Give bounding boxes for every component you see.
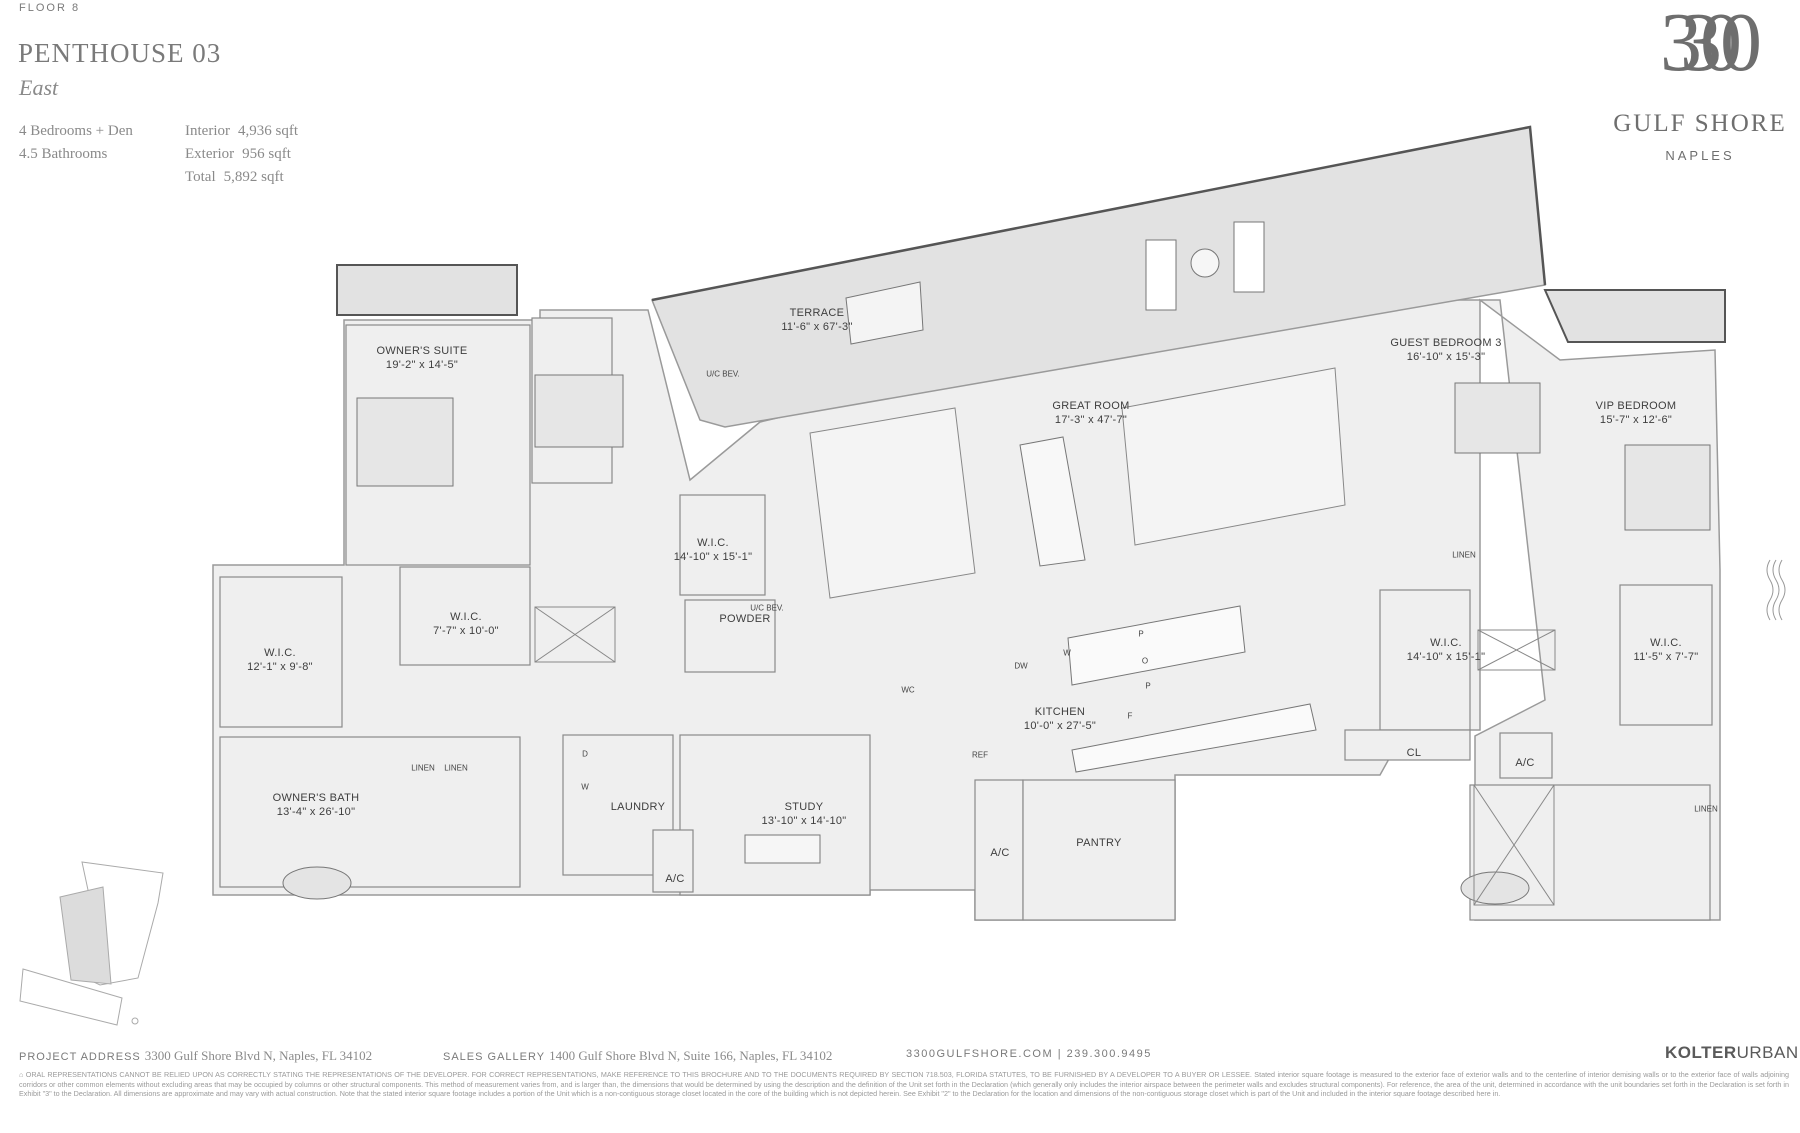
fixture-linen: LINEN (411, 763, 435, 773)
fixture-pantry-p1: P (1138, 629, 1144, 639)
unit-rooms: 4 Bedrooms + Den 4.5 Bathrooms (19, 120, 133, 166)
vip-balcony (1543, 289, 1726, 343)
ac-kitchen (974, 779, 1024, 921)
fixture-uc-bev-powder: U/C BEV. (750, 603, 784, 613)
floor-label: FLOOR 8 (19, 2, 81, 14)
room-pantry: PANTRY (1076, 837, 1122, 849)
unit-title: PENTHOUSE 03 (18, 38, 222, 68)
room-ac-right: A/C (1515, 757, 1535, 769)
bathrooms-count: 4.5 Bathrooms (19, 146, 108, 162)
water-icon (1766, 559, 1786, 621)
fixture-linen: LINEN (1694, 804, 1718, 814)
wic-center-left (399, 566, 531, 666)
fixture-oven: O (1141, 656, 1149, 666)
website-phone[interactable]: 3300GULFSHORE.COM | 239.300.9495 (906, 1048, 1152, 1060)
room-closet: CL (1406, 747, 1422, 759)
closet-cl (1344, 729, 1471, 761)
brand-logo: 3300 GULF SHORE NAPLES (1600, 0, 1800, 170)
room-ac-laundry: A/C (665, 873, 685, 885)
study (679, 734, 871, 896)
fixture-linen: LINEN (1452, 550, 1476, 560)
vip-wic (1619, 584, 1713, 726)
logo-name: GULF SHORE (1613, 110, 1787, 137)
fixture-washer: W (581, 782, 589, 792)
fixture-pantry-p2: P (1145, 681, 1151, 691)
powder (684, 599, 776, 673)
room-ac-kitchen: A/C (990, 847, 1010, 859)
room-laundry: LAUNDRY (610, 801, 666, 813)
fixture-dishwasher: DW (1014, 661, 1028, 671)
wic-left (219, 576, 343, 728)
fixture-wine: W (1063, 648, 1071, 658)
developer-logo: KOLTERURBAN (1665, 1043, 1799, 1062)
logo-city: NAPLES (1665, 148, 1735, 163)
fixture-linen: LINEN (444, 763, 468, 773)
wic-mid (679, 494, 766, 596)
owner-balcony (336, 264, 518, 316)
pantry (1022, 779, 1176, 921)
ac-left (652, 829, 694, 893)
fixture-dryer: D (582, 749, 588, 759)
owners-bath (219, 736, 521, 888)
key-plan (19, 861, 164, 1026)
room-powder: POWDER (719, 613, 771, 625)
fixture-refrigerator: REF (972, 750, 988, 760)
ac-right (1499, 732, 1553, 779)
fixture-freezer: F (1127, 711, 1133, 721)
unit-orientation: East (19, 75, 59, 100)
fixture-uc-bev-terrace: U/C BEV. (706, 369, 740, 379)
bedrooms-count: 4 Bedrooms + Den (19, 123, 133, 139)
room-wic-vip: W.I.C.11'-5" x 7'-7" (1633, 637, 1699, 663)
fixture-wine-cooler: WC (901, 685, 915, 695)
guest-wic (1379, 589, 1471, 731)
room-wic-owner: W.I.C.7'-7" x 10'-0" (433, 611, 499, 637)
room-wic-mid: W.I.C.14'-10" x 15'-1" (673, 537, 753, 563)
logo-number: 3300 (1660, 0, 1762, 89)
legal-disclaimer: ⌂ ORAL REPRESENTATIONS CANNOT BE RELIED … (19, 1070, 1789, 1099)
room-wic-guest: W.I.C.14'-10" x 15'-1" (1406, 637, 1486, 663)
room-wic-left: W.I.C.12'-1" x 9'-8" (247, 647, 313, 673)
